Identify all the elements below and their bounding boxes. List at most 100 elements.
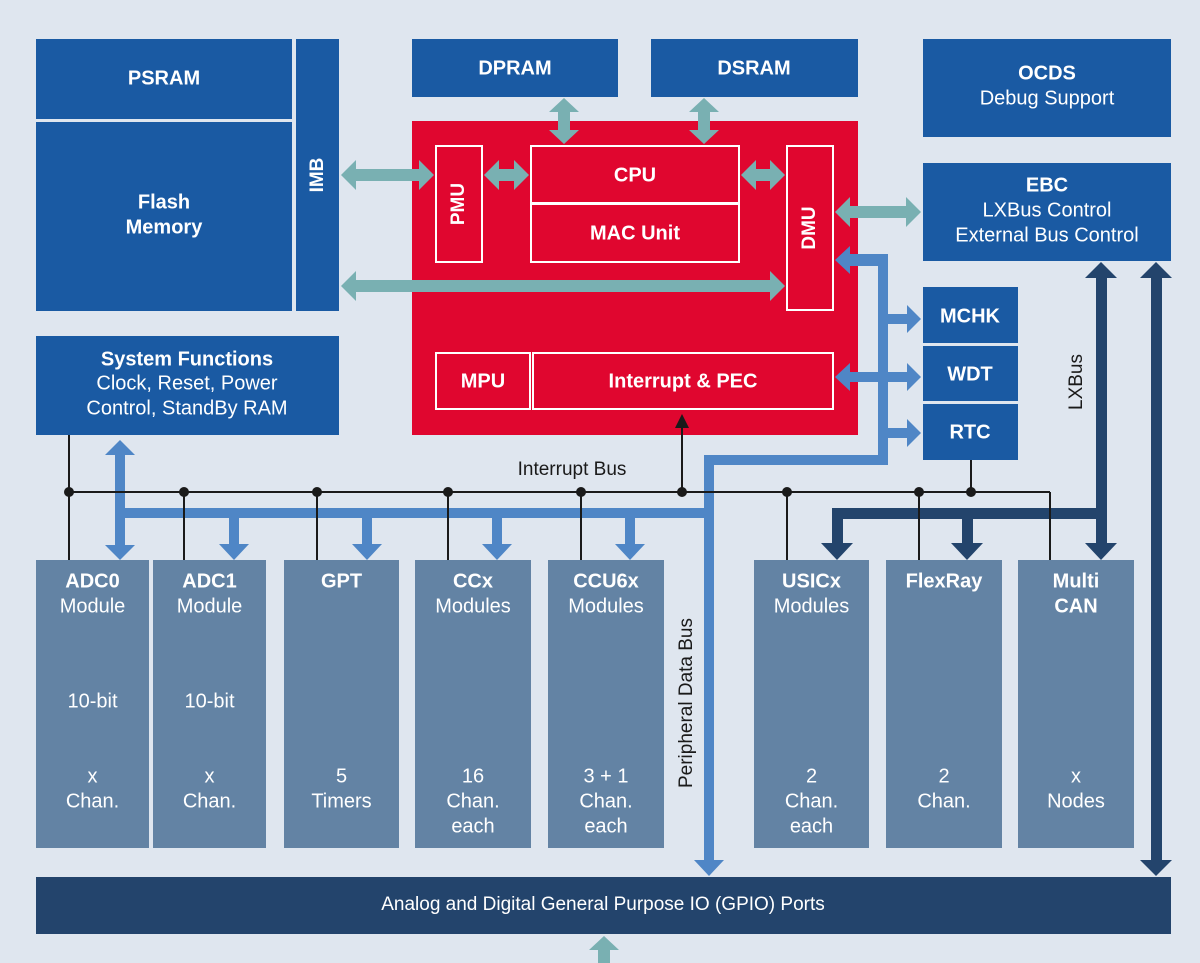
wdt-block: WDT bbox=[923, 346, 1018, 401]
module-title: CCU6x bbox=[573, 570, 639, 592]
module-detail: 2 bbox=[806, 765, 817, 787]
dmu-ebc-arrow bbox=[835, 197, 921, 227]
module-detail: 2 bbox=[938, 765, 949, 787]
module-box bbox=[1018, 560, 1134, 848]
gpio-ports-bar: Analog and Digital General Purpose IO (G… bbox=[36, 877, 1171, 934]
interrupt-bus bbox=[68, 425, 1051, 560]
cpu-label: CPU bbox=[614, 164, 656, 186]
module-subtitle: Module bbox=[60, 595, 126, 617]
dsram-label: DSRAM bbox=[717, 57, 790, 79]
module-title: ADC0 bbox=[65, 570, 119, 592]
rtc-label: RTC bbox=[949, 421, 990, 443]
imb-dmu-arrow bbox=[341, 271, 785, 301]
wdt-label: WDT bbox=[947, 363, 993, 385]
mpu-block: MPU bbox=[435, 352, 531, 410]
mac-unit-label: MAC Unit bbox=[590, 222, 680, 244]
dpram-label: DPRAM bbox=[478, 57, 551, 79]
module-box bbox=[754, 560, 869, 848]
dpram-block: DPRAM bbox=[412, 39, 618, 97]
cpu-bus-arrows bbox=[341, 98, 921, 963]
module-detail: each bbox=[451, 815, 494, 837]
module-detail: x bbox=[205, 765, 215, 787]
flash-label-line1: Flash bbox=[138, 191, 190, 213]
module-subtitle: Modules bbox=[568, 595, 644, 617]
interrupt-pec-label: Interrupt & PEC bbox=[609, 370, 758, 392]
module-box bbox=[886, 560, 1002, 848]
lxbus-label: LXBus bbox=[1066, 354, 1087, 410]
module-detail: Chan. bbox=[579, 790, 632, 812]
ebc-line1: LXBus Control bbox=[983, 199, 1112, 221]
pmu-cpu-arrow bbox=[484, 160, 529, 190]
flash-memory-block: Flash Memory bbox=[36, 122, 292, 311]
peripheral-data-bus-label: Peripheral Data Bus bbox=[676, 618, 697, 788]
module-detail: Nodes bbox=[1047, 790, 1105, 812]
ebc-title: EBC bbox=[1026, 174, 1068, 196]
system-functions-block: System Functions Clock, Reset, Power Con… bbox=[36, 336, 339, 435]
psram-block: PSRAM bbox=[36, 39, 292, 119]
system-functions-title: System Functions bbox=[101, 348, 273, 370]
interrupt-bus-label: Interrupt Bus bbox=[518, 459, 627, 480]
dmu-label: DMU bbox=[799, 206, 820, 249]
pmu-label: PMU bbox=[448, 183, 469, 225]
module-detail: Chan. bbox=[917, 790, 970, 812]
module-detail: each bbox=[790, 815, 833, 837]
dsram-block: DSRAM bbox=[651, 39, 858, 97]
dpram-cpu-arrow bbox=[549, 98, 579, 144]
module-title: Multi bbox=[1053, 570, 1100, 592]
dsram-cpu-arrow bbox=[689, 98, 719, 144]
cpu-subsystem: PMU CPU MAC Unit DMU MPU Interrupt & PEC bbox=[412, 121, 858, 435]
module-title: USICx bbox=[782, 570, 841, 592]
peripheral-data-bus bbox=[105, 246, 921, 876]
module-subtitle: Modules bbox=[435, 595, 511, 617]
gpio-label: Analog and Digital General Purpose IO (G… bbox=[381, 894, 825, 915]
mchk-block: MCHK bbox=[923, 287, 1018, 343]
ocds-block: OCDS Debug Support bbox=[923, 39, 1171, 137]
module-detail: Chan. bbox=[66, 790, 119, 812]
mac-unit-block: MAC Unit bbox=[530, 203, 740, 263]
module-subtitle: CAN bbox=[1054, 595, 1097, 617]
module-box bbox=[284, 560, 399, 848]
pmu-block: PMU bbox=[435, 145, 483, 263]
rtc-block: RTC bbox=[923, 404, 1018, 460]
module-title: CCx bbox=[453, 570, 493, 592]
module-detail: Chan. bbox=[446, 790, 499, 812]
module-box bbox=[415, 560, 531, 848]
imb-pmu-arrow bbox=[341, 160, 434, 190]
module-detail: 5 bbox=[336, 765, 347, 787]
module-detail: x bbox=[1071, 765, 1081, 787]
module-box bbox=[36, 560, 149, 848]
peripheral-modules: ADC0Module10-bitxChan.ADC1Module10-bitxC… bbox=[36, 560, 1134, 848]
module-detail: Chan. bbox=[785, 790, 838, 812]
flash-label-line2: Memory bbox=[126, 216, 204, 238]
imb-label: IMB bbox=[307, 158, 328, 193]
module-title: ADC1 bbox=[182, 570, 236, 592]
ocds-subtitle: Debug Support bbox=[980, 87, 1115, 109]
ebc-block: EBC LXBus Control External Bus Control bbox=[923, 163, 1171, 261]
imb-block: IMB bbox=[296, 39, 339, 311]
interrupt-pec-block: Interrupt & PEC bbox=[532, 352, 834, 410]
module-subtitle: Module bbox=[177, 595, 243, 617]
module-title: FlexRay bbox=[906, 570, 984, 592]
module-detail: 16 bbox=[462, 765, 484, 787]
gpio-input-arrow bbox=[589, 936, 619, 963]
module-detail: Chan. bbox=[183, 790, 236, 812]
module-subtitle: Modules bbox=[774, 595, 850, 617]
system-functions-line2: Control, StandBy RAM bbox=[86, 397, 287, 419]
lxbus bbox=[821, 262, 1172, 876]
module-resolution: 10-bit bbox=[184, 690, 234, 712]
module-box bbox=[548, 560, 664, 848]
ocds-title: OCDS bbox=[1018, 62, 1076, 84]
mchk-label: MCHK bbox=[940, 305, 1001, 327]
system-functions-line1: Clock, Reset, Power bbox=[96, 372, 278, 394]
module-detail: 3 + 1 bbox=[583, 765, 628, 787]
module-resolution: 10-bit bbox=[67, 690, 117, 712]
